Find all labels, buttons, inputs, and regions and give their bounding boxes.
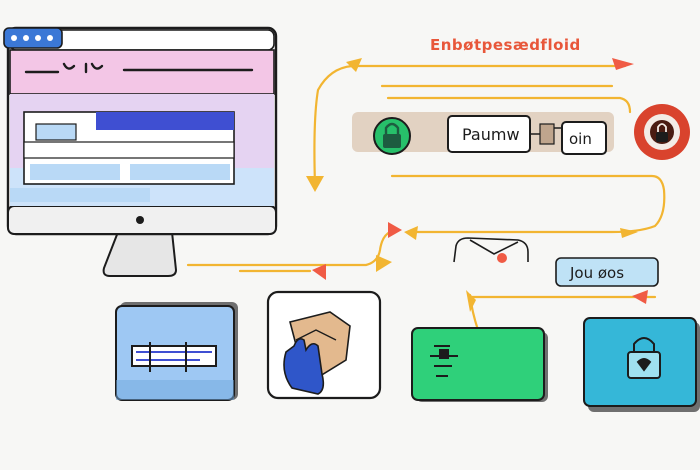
arrow-icon — [388, 222, 402, 238]
arrow-icon — [632, 290, 648, 304]
card-glove — [266, 290, 382, 400]
banner-line — [24, 62, 254, 74]
side-tag-label: Jou øos — [569, 264, 624, 282]
camera-dot — [136, 216, 144, 224]
inner-input-fill — [130, 164, 230, 180]
arrow-icon — [306, 176, 324, 192]
arrow-icon — [312, 264, 326, 280]
blue-strip — [10, 188, 150, 202]
arrow-icon — [404, 226, 418, 240]
envelope-icon — [453, 237, 529, 263]
arrowheads — [306, 58, 648, 312]
inner-input-fill — [30, 164, 120, 180]
inner-blue-bar — [96, 112, 234, 130]
monitor-icon — [131, 342, 217, 372]
login-box — [561, 121, 607, 155]
login-flow: Paumw oin — [352, 104, 690, 160]
side-tag: Jou øos — [555, 257, 659, 287]
inner-input — [23, 141, 235, 159]
login-box-label: oin — [569, 130, 592, 148]
red-lock-icon — [634, 104, 690, 160]
arrow-icon — [376, 255, 392, 272]
arrow-icon — [346, 58, 362, 72]
password-box-label: Paumw — [462, 125, 520, 144]
connector-to-monitor — [186, 230, 392, 267]
connector-top-left-curve — [313, 64, 354, 187]
card-green — [411, 327, 548, 402]
plug-block — [539, 123, 555, 145]
browser-dots-icon — [3, 27, 63, 49]
inner-blue-block — [35, 123, 77, 141]
list-icon — [430, 345, 458, 377]
side-tag-box — [555, 257, 659, 287]
card-teal — [583, 317, 700, 412]
glove-hand-icon — [283, 311, 351, 395]
monitor-stand — [102, 231, 178, 277]
connector-lines — [186, 64, 666, 332]
card-monitor — [115, 302, 238, 401]
arrow-icon — [466, 290, 476, 312]
green-lock-icon — [373, 117, 411, 155]
connector-mid-return — [390, 174, 666, 234]
connector-arrowhead-down-curve — [386, 96, 632, 114]
arrow-icon — [620, 228, 638, 238]
arrow-icon — [612, 58, 634, 70]
header-text: Enbøtpesædfloid — [430, 36, 581, 54]
padlock-icon — [627, 337, 661, 379]
monitor — [3, 26, 278, 277]
